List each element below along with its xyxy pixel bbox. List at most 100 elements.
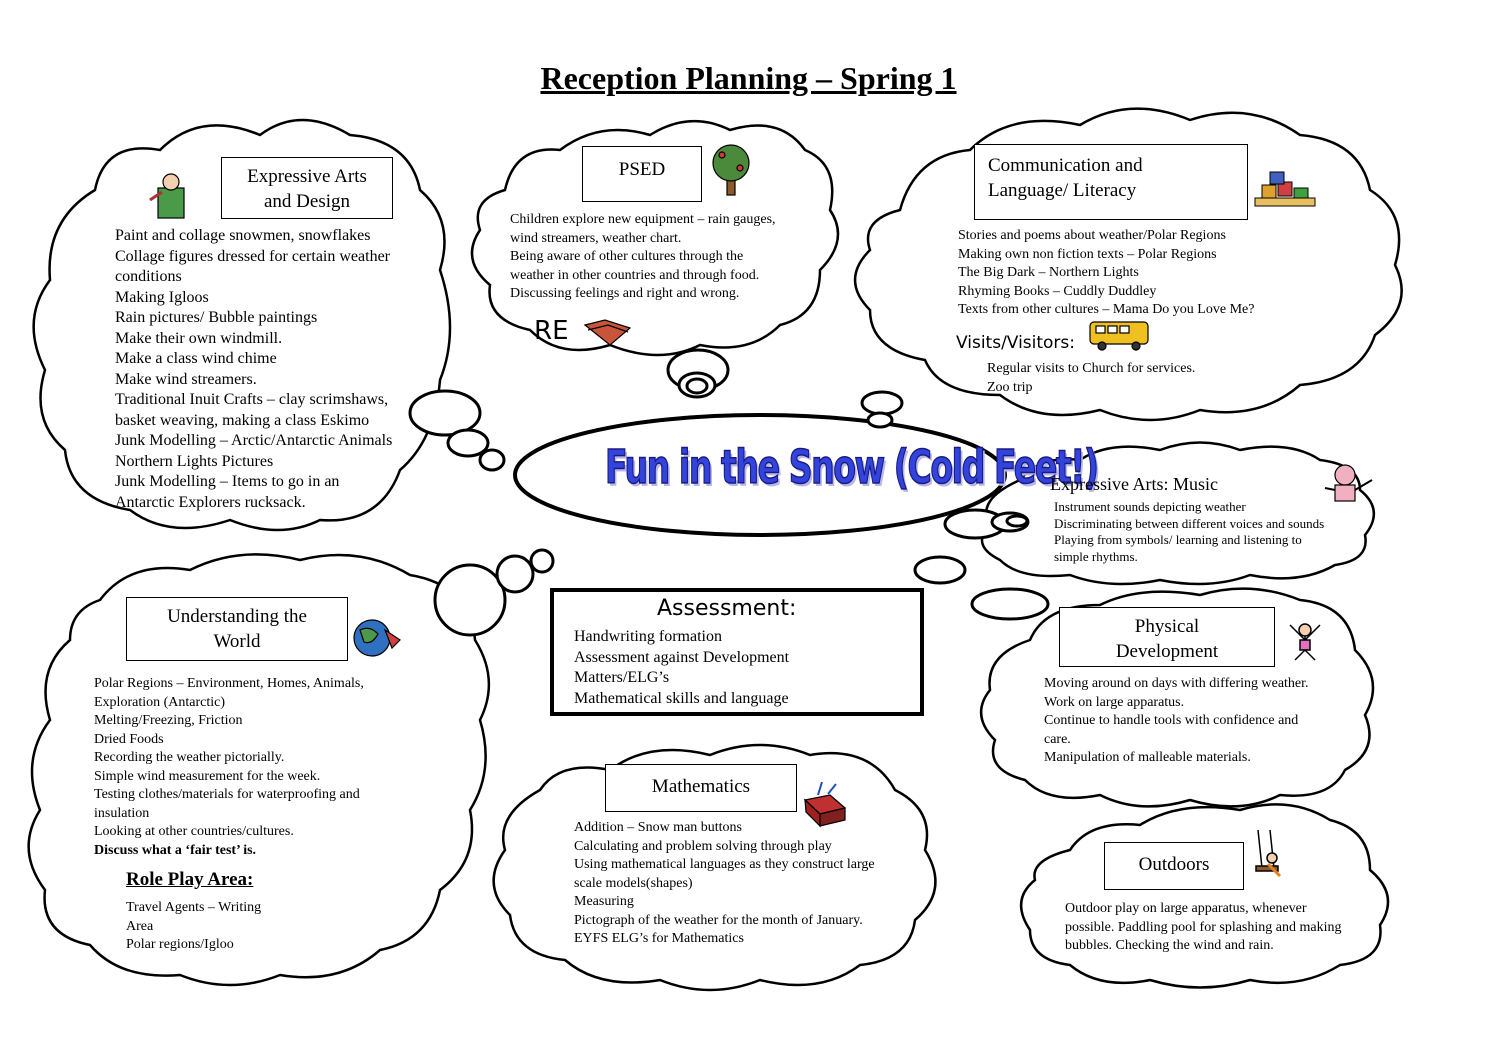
list-item: Texts from other cultures – Mama Do you … xyxy=(958,302,1255,317)
assessment-heading: Assessment: xyxy=(657,596,797,621)
list-item: scale models(shapes) xyxy=(574,875,693,891)
heading-line: Outdoors xyxy=(1138,854,1210,875)
thought-bubble xyxy=(913,555,967,585)
list-item: Assessment against Development xyxy=(574,648,790,666)
list-item: Traditional Inuit Crafts – clay scrimsha… xyxy=(115,391,389,408)
list-item: Make their own windmill. xyxy=(115,329,283,347)
re-label: RE xyxy=(534,316,569,346)
swing-icon xyxy=(1255,829,1282,878)
list-item: Outdoor play on large apparatus, wheneve… xyxy=(1065,901,1307,916)
heading-line: Communication and xyxy=(988,155,1143,176)
gymnast-icon xyxy=(1289,623,1321,661)
list-item: Work on large apparatus. xyxy=(1044,694,1185,710)
heading-line: World xyxy=(213,631,261,652)
music-cloud xyxy=(980,441,1375,586)
list-item: Pictograph of the weather for the month … xyxy=(574,912,863,928)
thought-bubble xyxy=(529,548,555,574)
role-play-heading: Role Play Area: xyxy=(126,869,254,890)
music-heading: Expressive Arts: Music xyxy=(1050,474,1218,494)
bus-icon xyxy=(1089,321,1149,351)
list-item: Children explore new equipment – rain ga… xyxy=(510,212,776,227)
outdoors-list: Outdoor play on large apparatus, wheneve… xyxy=(1065,900,1341,956)
list-item: care. xyxy=(1044,731,1071,747)
pig-musician-icon xyxy=(1324,464,1373,502)
communication-heading-box: Communication and Language/ Literacy xyxy=(974,144,1248,220)
list-item: Exploration (Antarctic) xyxy=(94,694,226,710)
understanding-cloud xyxy=(27,553,491,987)
expressive-arts-heading-box: Expressive Arts and Design xyxy=(221,157,393,219)
list-item: Northern Lights Pictures xyxy=(115,452,274,470)
list-item: insulation xyxy=(94,805,150,821)
center-topic-ellipse xyxy=(513,413,1007,537)
list-item: Continue to handle tools with confidence… xyxy=(1044,713,1299,728)
list-item: Instrument sounds depicting weather xyxy=(1054,499,1246,514)
role-play-list: Travel Agents – Writing Area Polar regio… xyxy=(126,899,261,955)
physical-heading-box: Physical Development xyxy=(1059,607,1275,667)
list-item: Antarctic Explorers rucksack. xyxy=(115,493,306,511)
heading-line: Understanding the xyxy=(167,606,307,627)
outdoors-heading-box: Outdoors xyxy=(1104,842,1244,890)
list-item: Playing from symbols/ learning and liste… xyxy=(1054,532,1302,547)
list-item: basket weaving, making a class Eskimo xyxy=(115,411,370,429)
physical-list: Moving around on days with differing wea… xyxy=(1044,675,1309,768)
list-item: Discriminating between different voices … xyxy=(1054,515,1325,531)
list-item: Recording the weather pictorially. xyxy=(94,750,285,765)
list-item: Making Igloos xyxy=(115,288,209,306)
heading-line: Expressive Arts xyxy=(247,166,367,187)
list-item: Make wind streamers. xyxy=(115,370,257,388)
list-item: Polar Regions – Environment, Homes, Anim… xyxy=(94,676,364,691)
list-item: Junk Modelling – Arctic/Antarctic Animal… xyxy=(115,432,393,449)
visits-heading: Visits/Visitors: xyxy=(956,333,1076,353)
thought-bubble xyxy=(1005,514,1029,528)
thought-bubble xyxy=(495,554,535,594)
list-item: Junk Modelling – Items to go in an xyxy=(115,473,340,490)
list-item: Testing clothes/materials for waterproof… xyxy=(94,787,360,802)
list-item: Being aware of other cultures through th… xyxy=(510,249,744,264)
painter-icon xyxy=(149,173,185,219)
list-item: The Big Dark – Northern Lights xyxy=(958,265,1139,280)
heading-line: and Design xyxy=(263,191,350,212)
psed-heading-box: PSED xyxy=(582,146,702,202)
list-item: Looking at other countries/cultures. xyxy=(94,824,294,839)
thought-bubble xyxy=(478,448,506,472)
thought-bubble xyxy=(446,428,490,458)
assessment-box xyxy=(550,588,924,716)
communication-list: Stories and poems about weather/Polar Re… xyxy=(958,227,1254,320)
music-list: Instrument sounds depicting weather Disc… xyxy=(1054,499,1324,565)
list-item: Melting/Freezing, Friction xyxy=(94,713,243,728)
heading-line: PSED xyxy=(618,159,666,180)
mathematics-list: Addition – Snow man buttons Calculating … xyxy=(574,819,875,949)
book-icon xyxy=(583,319,632,346)
center-topic: Fun in the Snow (Cold Feet!) xyxy=(604,439,1099,495)
thought-bubble xyxy=(970,587,1050,621)
list-item: Dried Foods xyxy=(94,731,164,747)
list-item: Discussing feelings and right and wrong. xyxy=(510,286,740,301)
list-item: Stories and poems about weather/Polar Re… xyxy=(958,228,1226,243)
list-item: Travel Agents – Writing xyxy=(126,900,262,915)
list-item: conditions xyxy=(115,268,182,285)
list-item: Collage figures dressed for certain weat… xyxy=(115,247,390,265)
list-item: Handwriting formation xyxy=(574,628,722,645)
list-item: Addition – Snow man buttons xyxy=(574,820,743,835)
list-item: Mathematical skills and language xyxy=(574,689,789,707)
list-item: EYFS ELG’s for Mathematics xyxy=(574,931,744,946)
page-title: Reception Planning – Spring 1 xyxy=(540,60,957,96)
list-item: Paint and collage snowmen, snowflakes xyxy=(115,227,371,244)
heading-line: Development xyxy=(1115,641,1219,662)
thought-bubble xyxy=(433,563,507,637)
assessment-list: Handwriting formation Assessment against… xyxy=(574,627,789,709)
understanding-heading-box: Understanding the World xyxy=(126,597,348,661)
list-item: wind streamers, weather chart. xyxy=(510,230,682,246)
psed-list: Children explore new equipment – rain ga… xyxy=(510,211,776,304)
toolbox-icon xyxy=(803,781,847,828)
understanding-list: Polar Regions – Environment, Homes, Anim… xyxy=(94,675,364,860)
expressive-arts-cloud xyxy=(32,118,452,532)
expressive-arts-list: Paint and collage snowmen, snowflakes Co… xyxy=(115,226,392,513)
thought-bubble xyxy=(408,389,482,437)
heading-line: Language/ Literacy xyxy=(988,180,1137,201)
psed-cloud xyxy=(470,119,840,357)
list-item: Making own non fiction texts – Polar Reg… xyxy=(958,246,1217,262)
list-item: Rhyming Books – Cuddly Duddley xyxy=(958,283,1157,299)
globe-icon xyxy=(353,619,401,657)
list-item: Simple wind measurement for the week. xyxy=(94,768,321,784)
